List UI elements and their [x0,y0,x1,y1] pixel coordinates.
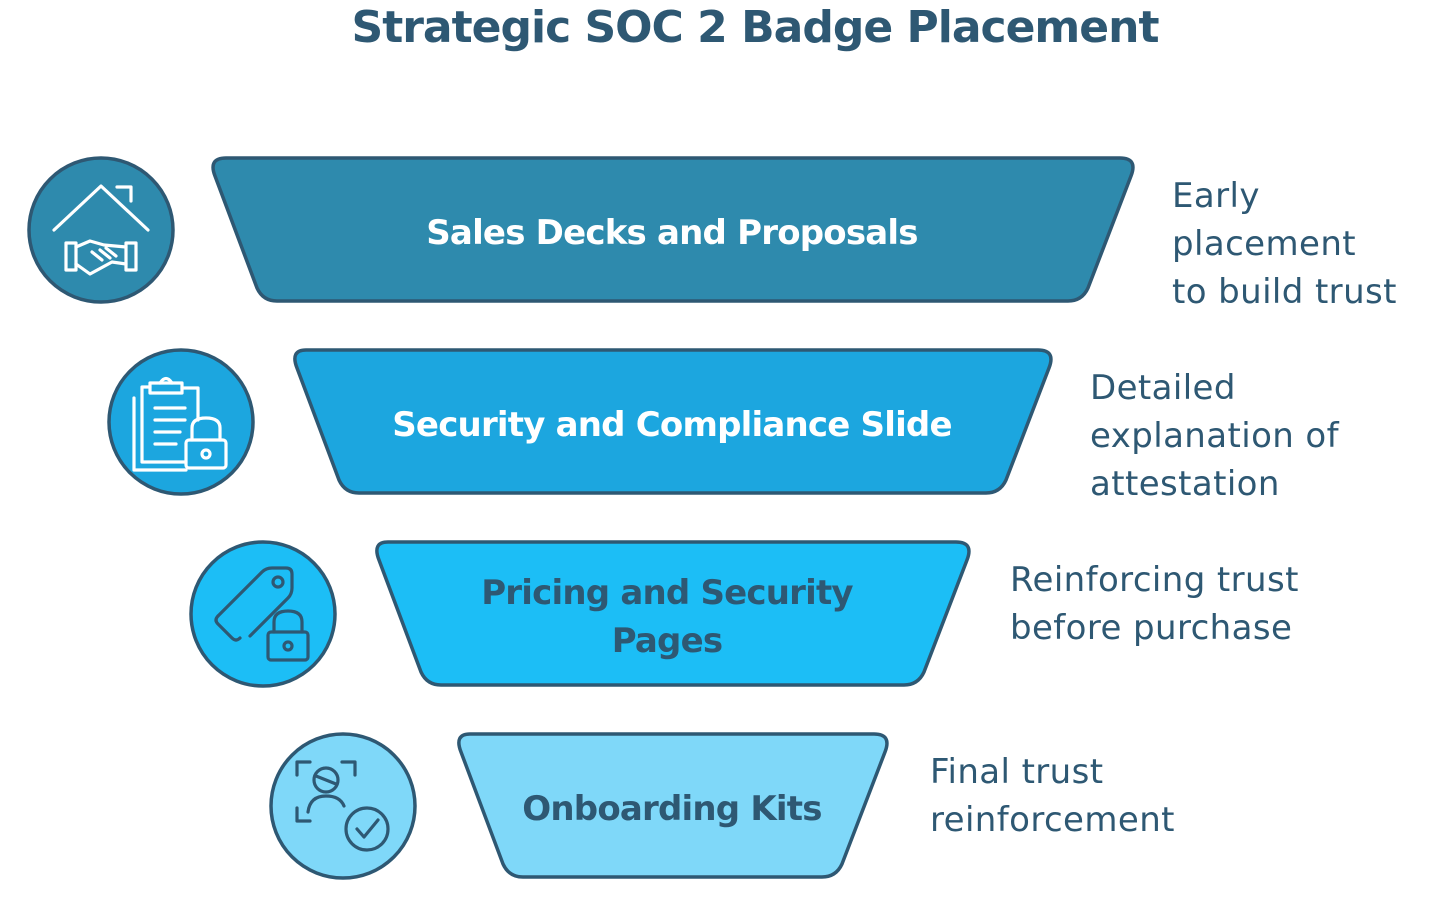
page-title: Strategic SOC 2 Badge Placement [351,2,1160,53]
stage-description-2: Detailed explanation of attestation [1090,368,1339,504]
funnel-band-3 [375,540,971,687]
stage-label-pricing-line-2: Pages [612,621,723,661]
house-handshake-icon [27,156,175,304]
user-scan-check-icon [269,732,417,880]
clipboard-lock-icon [107,348,255,496]
funnel-stage-4: Onboarding Kits [457,732,889,879]
price-tag-lock-icon [189,540,337,688]
stage-description-1: Early placement to build trust [1172,176,1397,312]
funnel-band-1 [211,156,1135,303]
funnel-stage-1: Sales Decks and Proposals [211,156,1135,303]
stage-description-4: Final trust reinforcement [930,752,1175,840]
funnel-band-2 [293,348,1053,495]
funnel-stage-2: Security and Compliance Slide [293,348,1053,495]
funnel-stage-3: Pricing and Security Pages [375,540,971,687]
stage-label-security-compliance: Security and Compliance Slide [392,405,951,445]
funnel-band-4 [457,732,889,879]
stage-label-onboarding: Onboarding Kits [522,789,821,829]
stage-description-3: Reinforcing trust before purchase [1010,560,1299,648]
stage-label-pricing-line-1: Pricing and Security [481,573,853,613]
stage-label-sales-decks: Sales Decks and Proposals [426,213,917,253]
